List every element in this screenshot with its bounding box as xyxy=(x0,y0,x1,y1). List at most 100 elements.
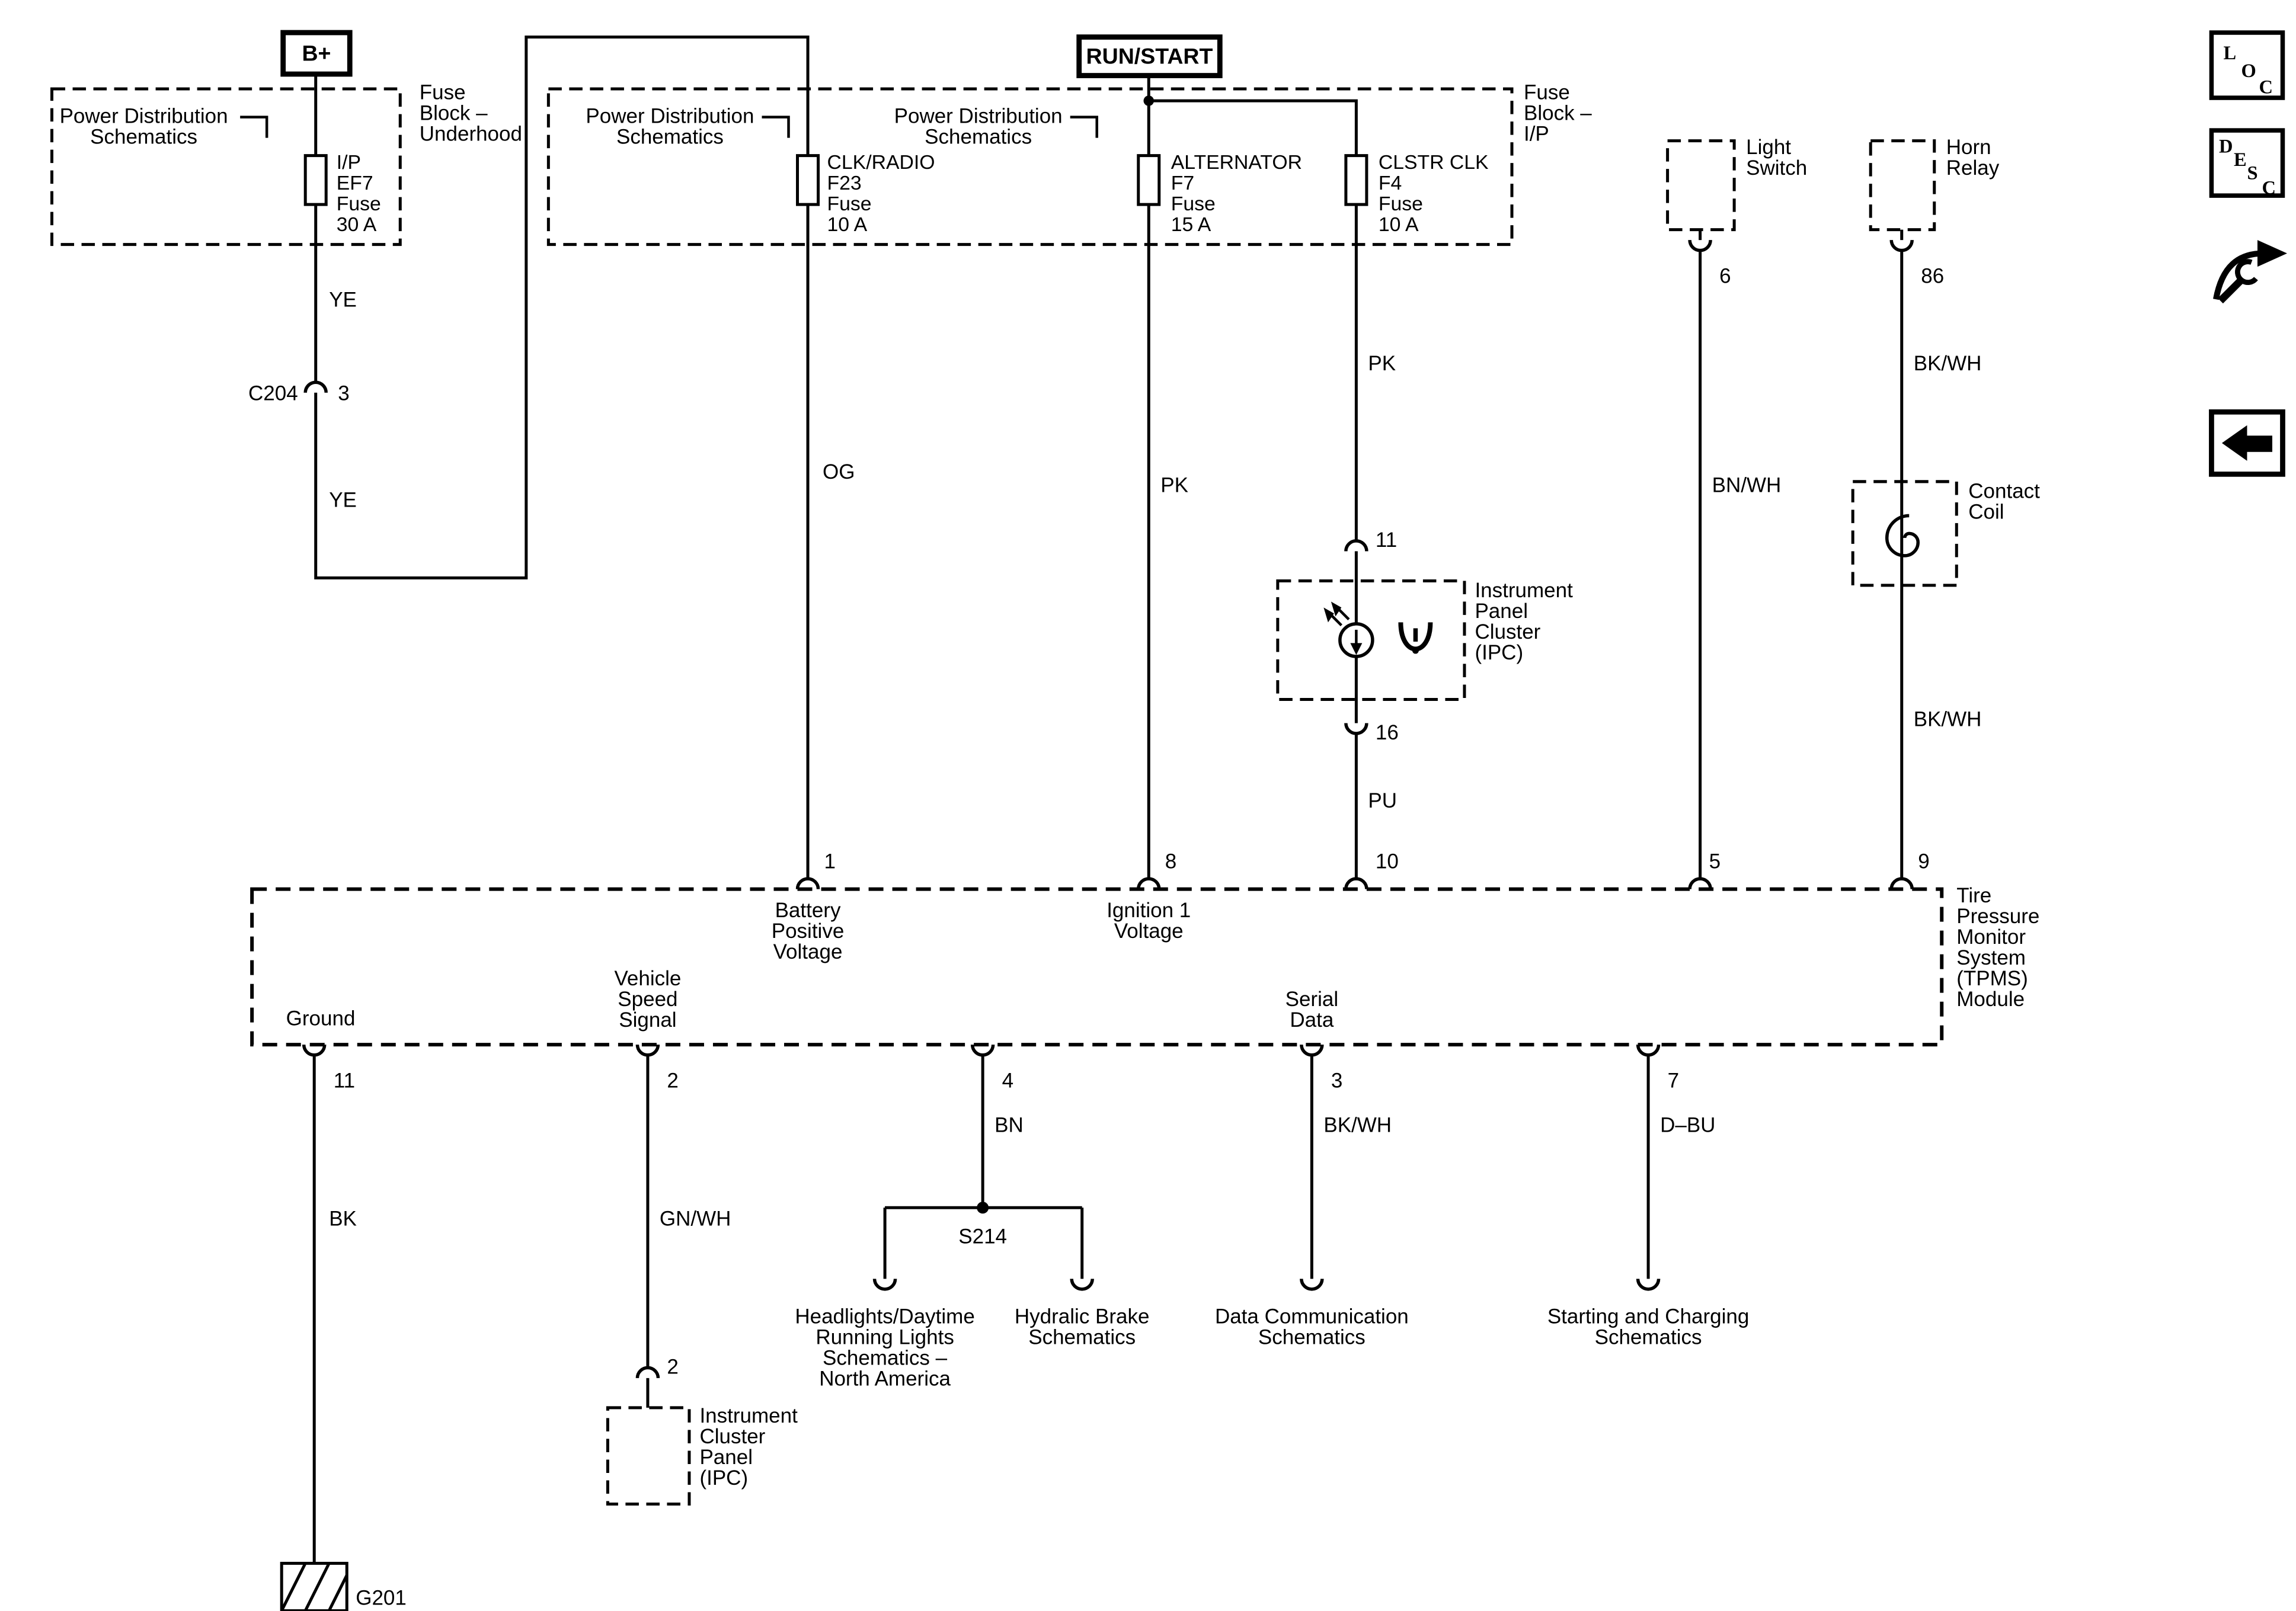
wrench-arrow-button[interactable] xyxy=(2213,240,2287,304)
underhood-block-label-line2: Block – xyxy=(420,102,488,125)
loc-button[interactable]: L O C xyxy=(2209,30,2285,100)
fuse-ef7-line1: I/P xyxy=(337,151,361,174)
tpms-name-line5: (TPMS) xyxy=(1956,967,2028,990)
tpms-module-box xyxy=(250,887,1944,1047)
bplus-label: B+ xyxy=(302,41,331,66)
back-arrow-button[interactable] xyxy=(2209,409,2285,477)
horn-relay-box xyxy=(1869,139,1936,232)
pds-ref-1-line2: Schematics xyxy=(90,126,197,149)
wire-ye-to-ip-block xyxy=(314,36,810,579)
module-pin-8-connector xyxy=(1136,877,1161,889)
tpms-name-line4: System xyxy=(1956,946,2026,969)
wrench-arrow-head[interactable] xyxy=(2257,240,2287,267)
fuse-f7-symbol xyxy=(1137,154,1161,206)
module-pin-9-connector xyxy=(1889,877,1914,889)
module-serial-label-line1: Serial xyxy=(1285,988,1338,1011)
back-arrow-box[interactable] xyxy=(2209,409,2285,477)
connector-c204-label: C204 xyxy=(248,382,298,405)
ip-fuse-block-box xyxy=(546,87,1514,246)
pin-8-label: 8 xyxy=(1165,850,1176,873)
lamp-ray-1-head xyxy=(1323,607,1334,623)
pin-9-label: 9 xyxy=(1918,850,1929,873)
module-vss-label-line2: Speed xyxy=(618,988,677,1011)
wire-bnwh-label: BN/WH xyxy=(1712,473,1782,497)
ground-symbol-hatch xyxy=(280,1562,348,1611)
pds-ref-3-bracket xyxy=(1070,116,1098,138)
wire-gnwh-label: GN/WH xyxy=(660,1207,731,1230)
light-switch-circuit: Light Switch 6 BN/WH 5 xyxy=(1666,136,1807,889)
desc-button-box[interactable] xyxy=(2209,128,2285,198)
module-ignition-label-line1: Ignition 1 xyxy=(1107,899,1191,922)
tpms-name-line3: Monitor xyxy=(1956,925,2026,949)
runstart-junction-dot xyxy=(1143,95,1155,106)
fuse-f23-line2: F23 xyxy=(827,172,862,194)
fuse-f7-line2: F7 xyxy=(1171,172,1194,194)
pin-11-ground-label: 11 xyxy=(334,1069,355,1093)
dbu-circuit: 7 D–BU Starting and Charging Schematics xyxy=(1547,1044,1750,1349)
pin-1-label: 1 xyxy=(824,850,836,873)
wire-pk-label: PK xyxy=(1160,473,1188,497)
ipc-branch-circuit: PK 11 Instrument Panel Cluster (IPC) 16 … xyxy=(1276,204,1573,889)
lamp-ray-2 xyxy=(1337,608,1350,620)
connector-c204-symbol xyxy=(303,380,328,393)
ipc-cluster-label-line2: Panel xyxy=(1475,600,1528,623)
ipc-cluster-box xyxy=(1276,579,1466,701)
light-switch-label-line1: Light xyxy=(1746,136,1791,159)
loc-letter-o: O xyxy=(2241,60,2256,82)
module-pin-10-connector xyxy=(1344,877,1368,889)
pk-wire-circuit: PK 8 xyxy=(1136,204,1188,889)
pin-2-ipc-label: 2 xyxy=(667,1355,678,1378)
light-switch-box xyxy=(1666,139,1736,232)
ip-fuse-block: Power Distribution Schematics CLK/RADIO … xyxy=(546,34,1592,246)
starting-label-line1: Starting and Charging xyxy=(1547,1305,1750,1328)
module-battery-label-line1: Battery xyxy=(775,899,841,922)
pds-ref-2-line1: Power Distribution xyxy=(586,105,754,128)
fuse-f4-line1: CLSTR CLK xyxy=(1379,151,1489,174)
ipc-in-connector xyxy=(1344,539,1368,552)
fuse-f23-symbol xyxy=(796,154,820,206)
wire-ye-upper-label: YE xyxy=(329,289,357,312)
fuse-f7-line4: 15 A xyxy=(1171,213,1211,236)
horn-relay-circuit: Horn Relay 86 BK/WH Contact Coil BK/WH 9 xyxy=(1851,136,2040,889)
wrench-handle-icon[interactable] xyxy=(2218,276,2246,304)
starting-connector xyxy=(1636,1279,1661,1291)
module-ignition-label-line2: Voltage xyxy=(1114,920,1184,943)
wire-bkwh-lower-label: BK/WH xyxy=(1914,707,1982,731)
headlights-label-line2: Running Lights xyxy=(816,1325,954,1349)
wrench-arrow-curve[interactable] xyxy=(2213,250,2264,300)
fuse-f4-line2: F4 xyxy=(1379,172,1402,194)
fuse-f23-line3: Fuse xyxy=(827,193,872,215)
g201-label: G201 xyxy=(356,1587,407,1610)
fuse-f4-symbol xyxy=(1344,154,1368,206)
underhood-fuse-block-box xyxy=(50,87,402,246)
wire-bn-label: BN xyxy=(994,1114,1024,1137)
brake-connector xyxy=(1070,1279,1094,1291)
module-pin-5-connector xyxy=(1688,877,1712,889)
pds-ref-3-line2: Schematics xyxy=(925,126,1032,149)
datacomm-label-line2: Schematics xyxy=(1258,1325,1366,1349)
ipc-panel-box xyxy=(606,1406,691,1506)
pds-ref-1-bracket xyxy=(240,116,268,138)
loc-button-box[interactable] xyxy=(2209,30,2285,100)
back-arrow-icon[interactable] xyxy=(2221,425,2272,461)
ip-block-label-line1: Fuse xyxy=(1524,81,1570,104)
pds-ref-2-bracket xyxy=(762,116,790,138)
ip-block-label-line2: Block – xyxy=(1524,102,1592,125)
tpms-name-line6: Module xyxy=(1956,988,2025,1011)
headlights-label-line3: Schematics – xyxy=(823,1346,948,1369)
lamp-ray-1 xyxy=(1330,614,1342,626)
desc-button[interactable]: D E S C xyxy=(2209,128,2285,199)
pin-16-label: 16 xyxy=(1376,721,1399,744)
ipc-cluster-label-line1: Instrument xyxy=(1475,579,1573,602)
wrench-head-icon[interactable] xyxy=(2235,259,2258,285)
s214-label: S214 xyxy=(958,1225,1007,1248)
fuse-f23-line1: CLK/RADIO xyxy=(827,151,935,174)
module-vss-label-line1: Vehicle xyxy=(614,967,681,990)
horn-relay-label-line1: Horn xyxy=(1946,136,1991,159)
pin-11-ipc-label: 11 xyxy=(1376,529,1397,552)
underhood-circuit: B+ Power Distribution Schematics I/P EF7… xyxy=(50,30,810,579)
wire-pu-label: PU xyxy=(1368,789,1397,812)
fuse-f7-line1: ALTERNATOR xyxy=(1171,151,1302,174)
module-vss-label-line3: Signal xyxy=(619,1008,676,1032)
contact-coil-label-line1: Contact xyxy=(1968,479,2040,502)
